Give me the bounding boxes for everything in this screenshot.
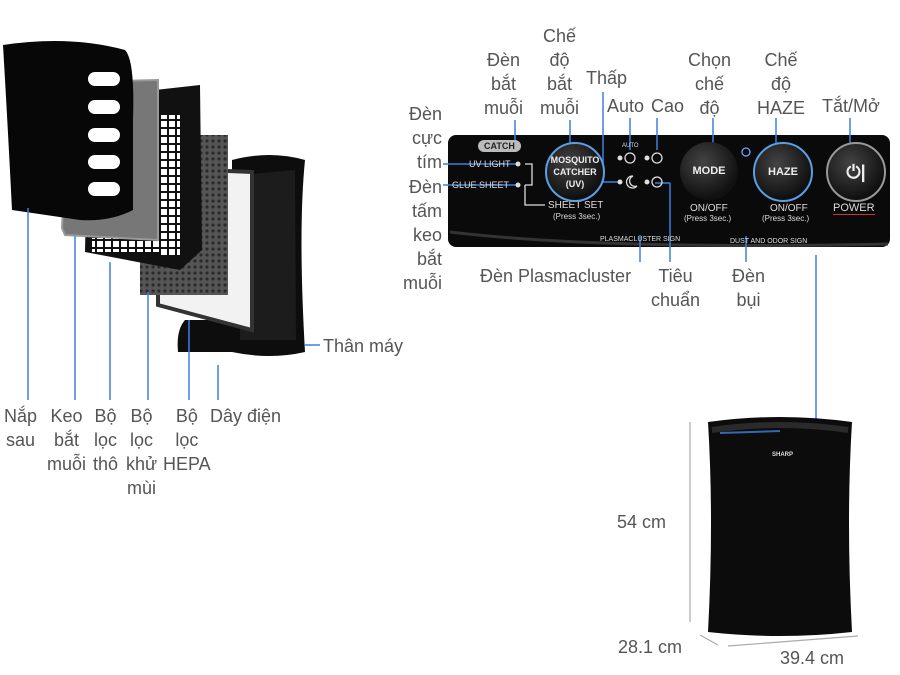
label-body: Thân máy: [323, 336, 404, 356]
label-power-cord: Dây điện: [210, 406, 282, 426]
dimension-height: 54 cm: [617, 512, 667, 532]
purifier-photo: [708, 417, 852, 636]
label-auto: Auto: [607, 96, 645, 116]
exploded-callout-lines: [27, 208, 320, 400]
panel-glue-sheet-text: GLUE SHEET: [452, 180, 510, 190]
haze-press-text: (Press 3sec.): [762, 214, 810, 223]
glue-sheet-indicator: [515, 182, 521, 188]
label-high: Cao: [651, 96, 685, 116]
haze-on-off-text: ON/OFF: [770, 203, 808, 214]
power-button[interactable]: ⏻|: [826, 142, 886, 202]
plasmacluster-sign-text: PLASMACLUSTER SIGN: [600, 236, 681, 243]
power-icon: ⏻|: [846, 162, 866, 182]
moon-icon: [625, 175, 638, 189]
power-text: POWER: [833, 202, 875, 215]
panel-auto-text: AUTO: [622, 143, 639, 149]
mode-button[interactable]: MODE: [680, 142, 738, 200]
dimension-width: 39.4 cm: [780, 648, 845, 668]
panel-callout-lines: [443, 92, 851, 420]
panel-press-text: (Press 3sec.): [553, 212, 601, 221]
auto-fan-icon: [624, 152, 636, 164]
panel-sheet-set-text: SHEET SET: [548, 200, 604, 211]
standard-fan-icon: [651, 176, 663, 188]
uv-light-indicator: [515, 161, 521, 167]
high-fan-icon: [651, 152, 663, 164]
dimension-depth: 28.1 cm: [618, 637, 683, 657]
label-power: Tắt/Mở: [822, 96, 880, 116]
label-low: Thấp: [586, 68, 628, 88]
mode-press-text: (Press 3sec.): [684, 214, 732, 223]
brand-logo: SHARP: [772, 452, 794, 458]
panel-catch-text: CATCH: [478, 140, 521, 152]
dust-indicator: [741, 147, 751, 157]
label-plasmacluster-light: Đèn Plasmacluster: [480, 266, 632, 286]
mode-on-off-text: ON/OFF: [690, 203, 728, 214]
dimension-lines: [689, 422, 859, 647]
panel-uv-light-text: UV LIGHT: [469, 159, 511, 169]
back-cover-shape: [3, 41, 134, 221]
dust-sign-text: DUST AND ODOR SIGN: [730, 238, 808, 245]
haze-button[interactable]: HAZE: [753, 142, 813, 202]
